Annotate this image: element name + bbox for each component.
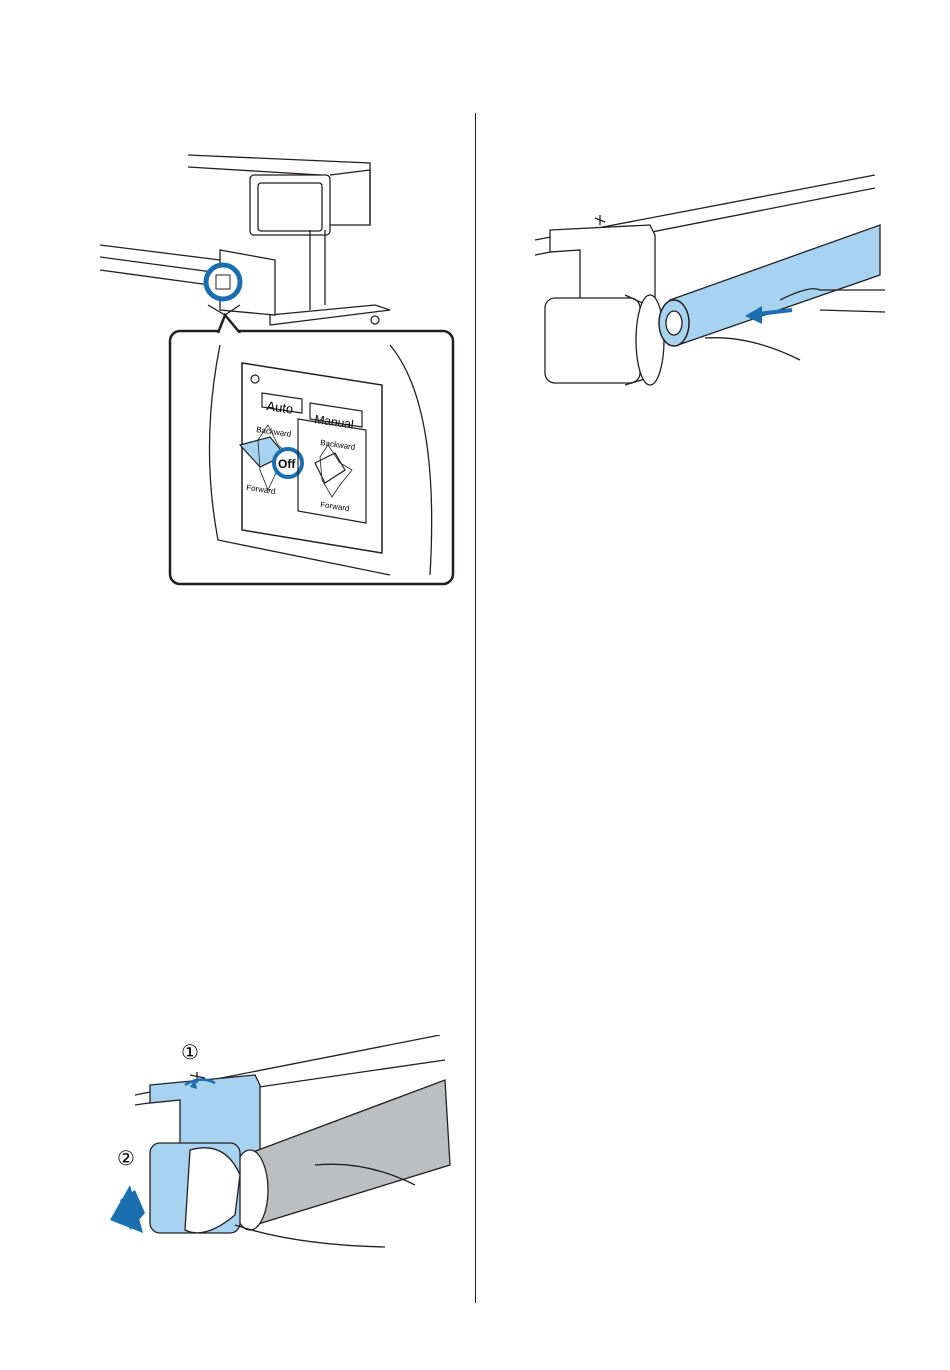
- figure-switch-panel: Auto Backward Forward Off Manual Backwar…: [100, 145, 460, 595]
- switch-highlight-circle: [206, 265, 240, 299]
- column-divider: [475, 113, 476, 1303]
- step-2-marker: ②: [117, 1148, 135, 1170]
- figure-remove-roll: [530, 170, 890, 400]
- step-1-marker: ①: [181, 1042, 199, 1064]
- off-label: Off: [278, 457, 296, 471]
- figure-unlock-holder: ① ②: [105, 1035, 455, 1260]
